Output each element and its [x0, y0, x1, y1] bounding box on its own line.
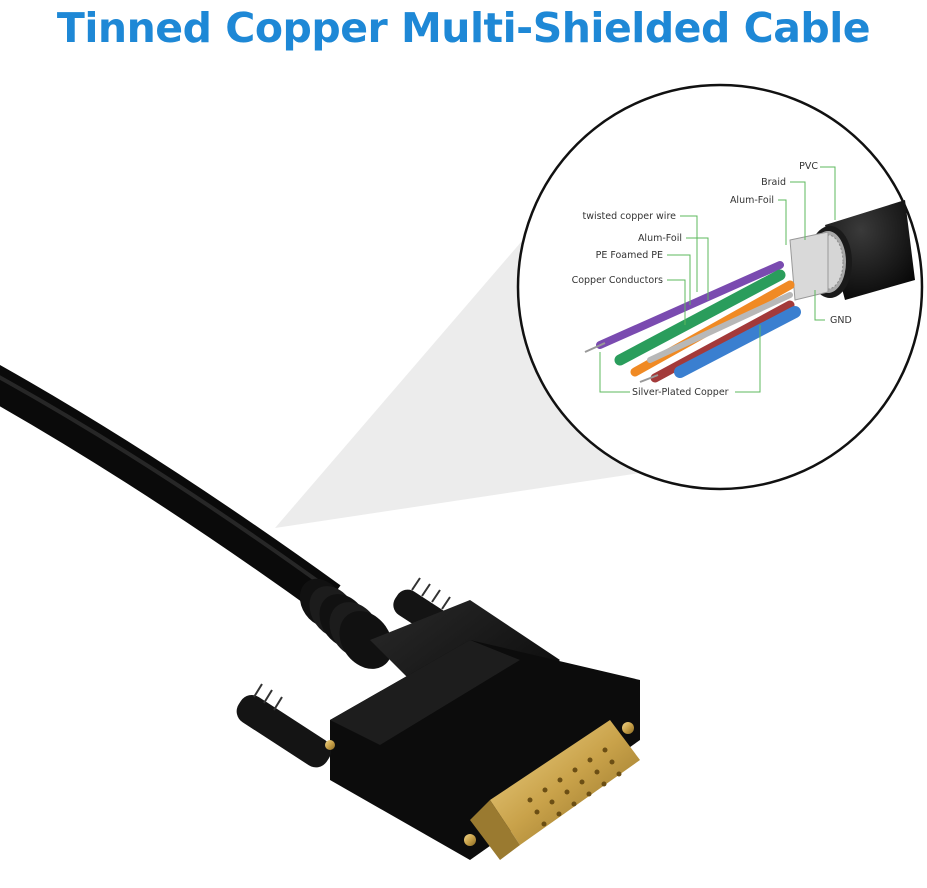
label-twisted-copper-wire: twisted copper wire — [582, 211, 676, 222]
cable-cross-section-callout: PVC Braid Alum-Foil twisted copper wire … — [516, 83, 924, 491]
label-pvc: PVC — [799, 161, 818, 172]
label-alum-foil-outer: Alum-Foil — [730, 195, 774, 206]
label-silver-plated-copper: Silver-Plated Copper — [632, 387, 729, 398]
inner-wires — [584, 261, 801, 383]
label-braid: Braid — [761, 177, 786, 188]
strain-relief — [299, 578, 393, 669]
page-title: Tinned Copper Multi-Shielded Cable — [56, 4, 871, 52]
dvi-connector-body — [330, 600, 640, 860]
label-alum-foil-inner: Alum-Foil — [638, 233, 682, 244]
gold-pin-plate — [464, 720, 640, 860]
thumbscrew-bottom — [236, 683, 335, 768]
label-copper-conductors: Copper Conductors — [572, 275, 663, 286]
label-pe-foamed-pe: PE Foamed PE — [596, 250, 663, 261]
label-gnd: GND — [830, 315, 852, 326]
cable — [0, 364, 341, 615]
